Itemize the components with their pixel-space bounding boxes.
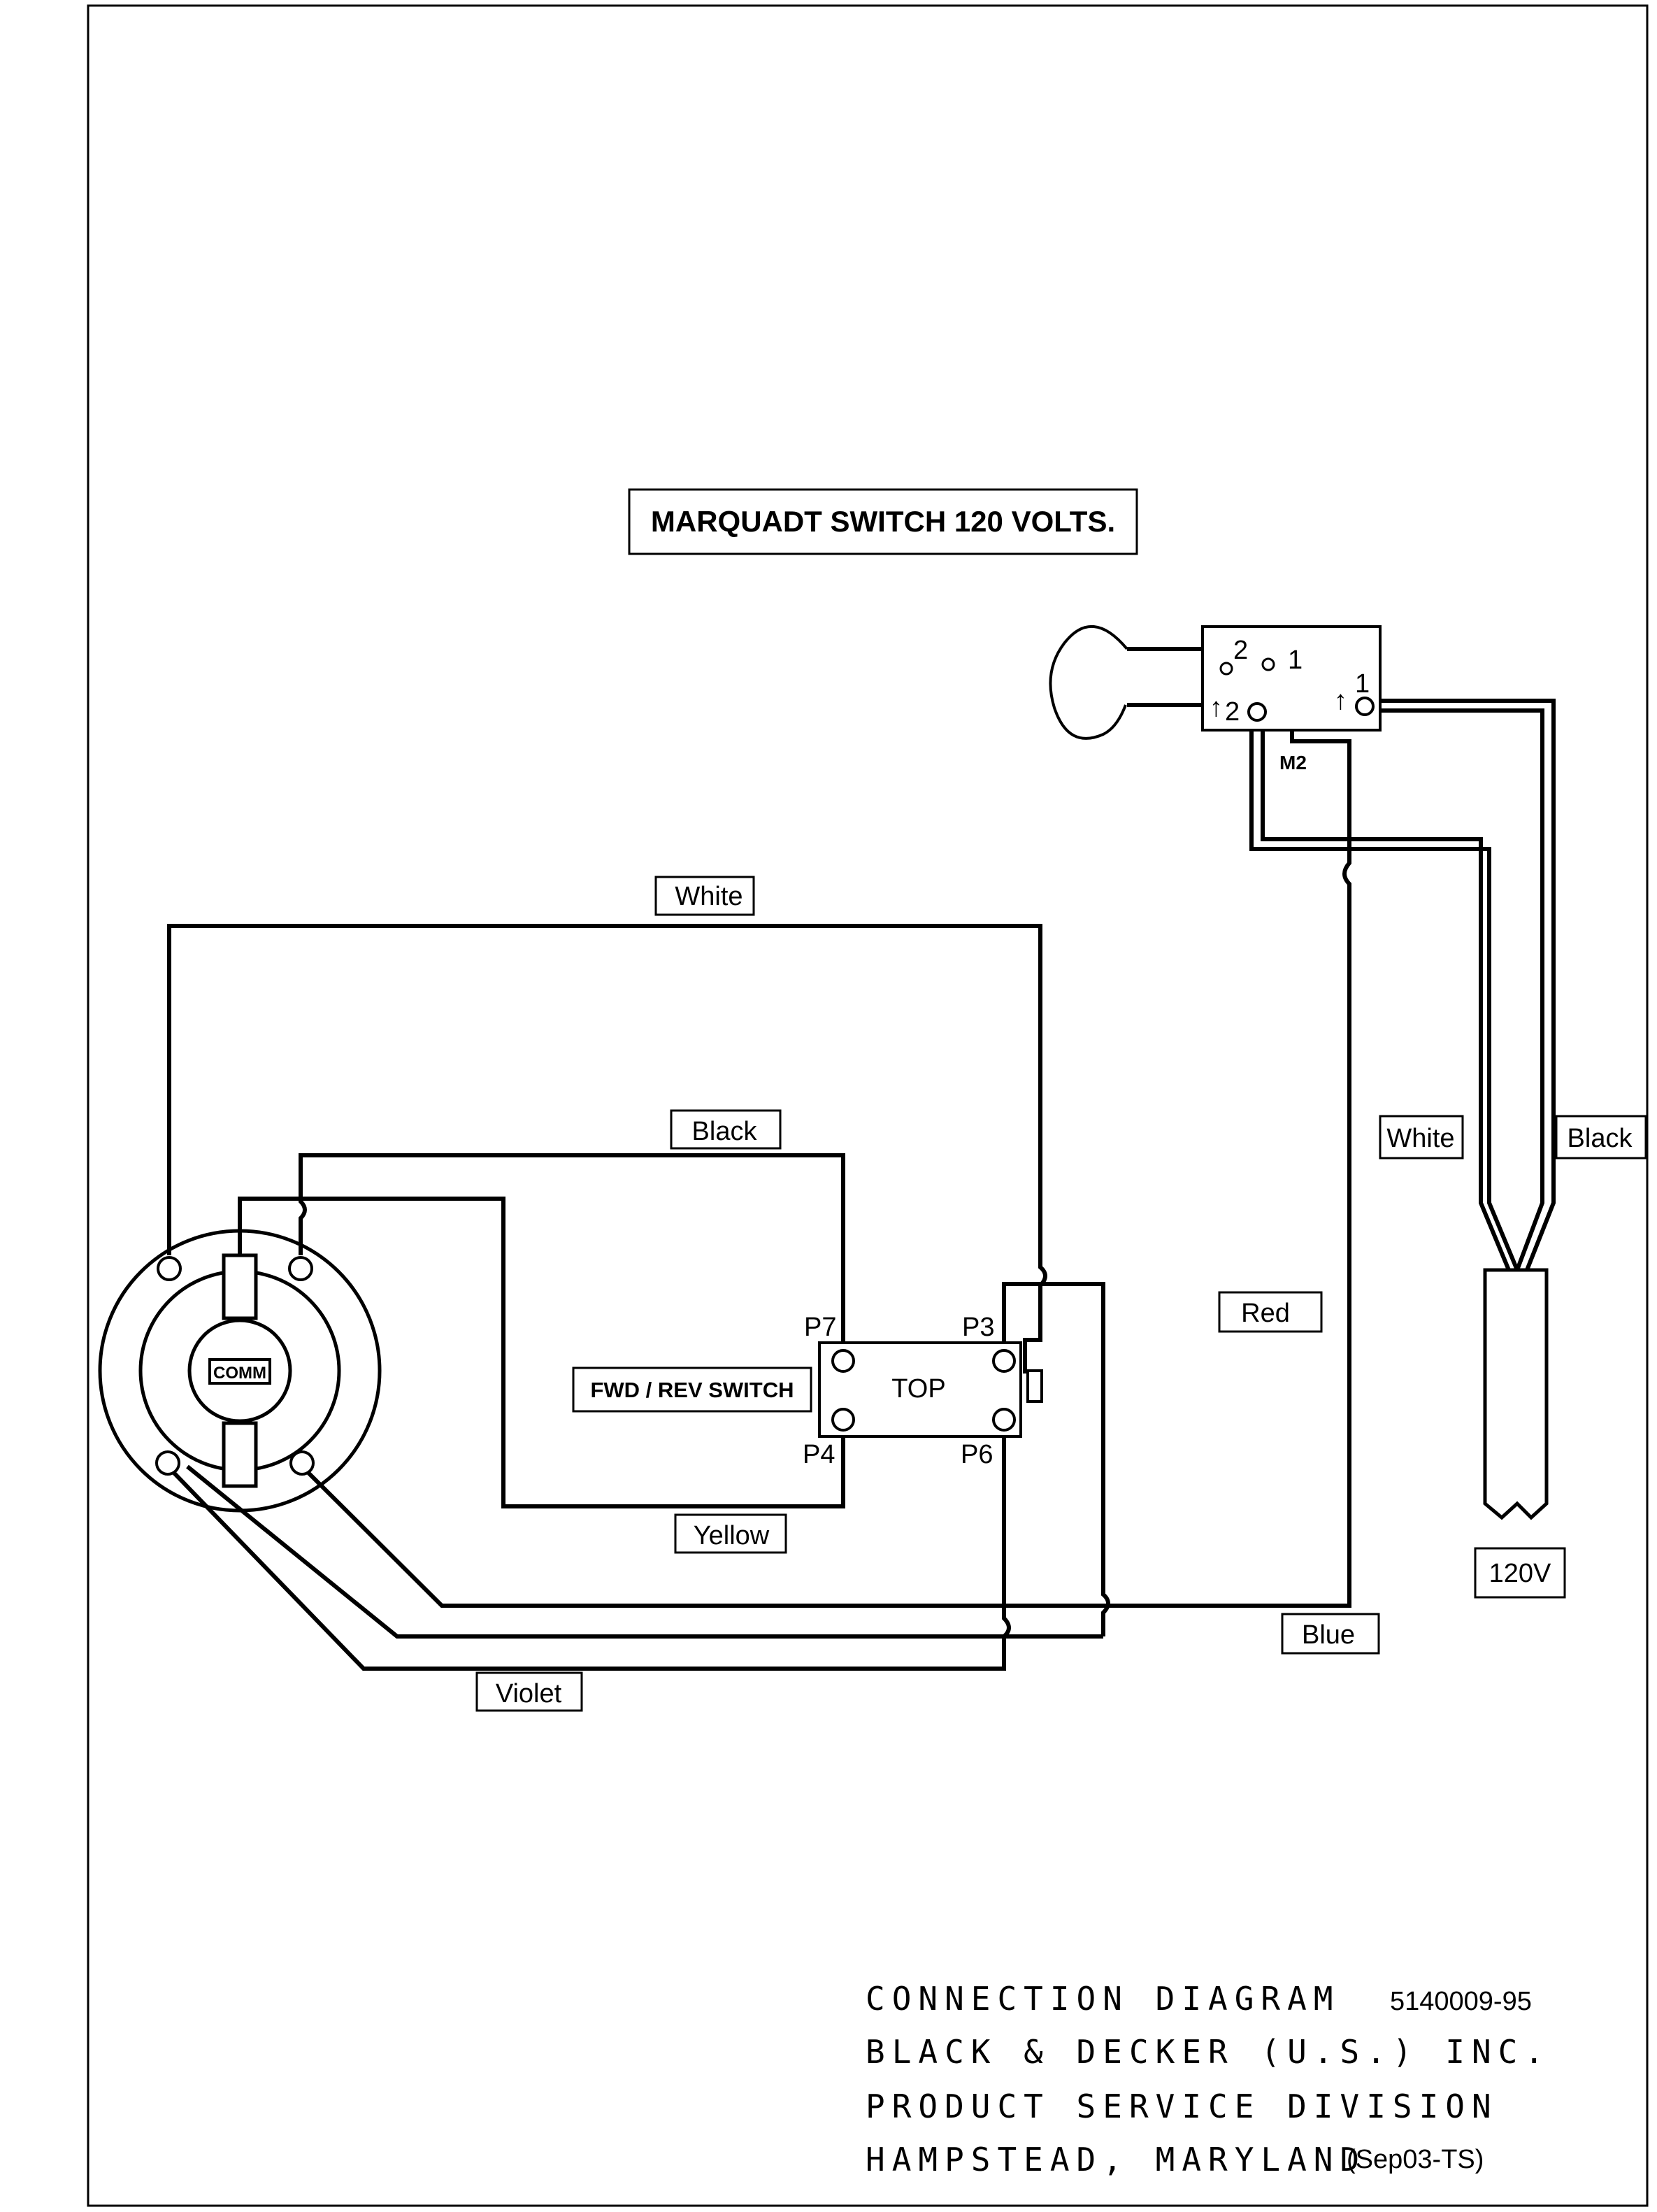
label-white-cord: White xyxy=(1379,1115,1464,1159)
comm-label: COMM xyxy=(213,1364,266,1383)
voltage-label: 120V xyxy=(1474,1547,1566,1599)
motor: COMM xyxy=(98,1229,382,1513)
fwd-rev-switch-label: FWD / REV SWITCH xyxy=(572,1367,812,1413)
motor-terminal-bottom-right xyxy=(289,1450,315,1476)
trigger-link xyxy=(1127,647,1203,707)
terminal-p7-label: P7 xyxy=(804,1313,836,1342)
svg-text:Yellow: Yellow xyxy=(694,1521,770,1550)
label-black-cord: Black xyxy=(1555,1115,1647,1159)
svg-text:120V: 120V xyxy=(1489,1559,1551,1588)
trigger-icon xyxy=(1049,625,1128,740)
svg-text:Violet: Violet xyxy=(496,1679,562,1708)
terminal-p6-label: P6 xyxy=(961,1440,993,1469)
title-line1: CONNECTION DIAGRAM xyxy=(866,1980,1340,2018)
title-line3: PRODUCT SERVICE DIVISION xyxy=(866,2088,1498,2125)
wire-black-mid xyxy=(299,1153,845,1361)
wire-t1-black-b xyxy=(1369,708,1544,1271)
svg-text:FWD / REV SWITCH: FWD / REV SWITCH xyxy=(590,1378,794,1402)
label-red: Red xyxy=(1218,1291,1323,1333)
label-white-top: White xyxy=(654,876,755,916)
svg-text:↑: ↑ xyxy=(1210,693,1223,722)
svg-text:Black: Black xyxy=(692,1117,758,1146)
revision: (Sep03-TS) xyxy=(1347,2145,1484,2174)
svg-text:2: 2 xyxy=(1233,636,1248,665)
label-violet: Violet xyxy=(475,1671,583,1712)
svg-text:1: 1 xyxy=(1288,645,1303,675)
svg-text:MARQUADT SWITCH 120 VOLTS.: MARQUADT SWITCH 120 VOLTS. xyxy=(651,505,1115,538)
page-frame xyxy=(87,4,1649,2207)
marquadt-switch: 2 1 ↑ 2 ↑ 1 M2 xyxy=(1049,625,1382,773)
title-line4: HAMPSTEAD, MARYLAND xyxy=(866,2141,1366,2178)
svg-text:White: White xyxy=(675,882,743,911)
m2-label: M2 xyxy=(1279,752,1307,773)
svg-text:Black: Black xyxy=(1568,1124,1633,1153)
terminal-p4-label: P4 xyxy=(803,1440,835,1469)
svg-text:↑: ↑ xyxy=(1334,686,1347,715)
fwd-rev-switch: TOP P7 P3 P4 P6 FWD / REV SWITCH xyxy=(572,1313,1043,1469)
diagram-title: MARQUADT SWITCH 120 VOLTS. xyxy=(628,488,1138,555)
wire-violet xyxy=(166,1441,1011,1671)
svg-text:2: 2 xyxy=(1225,697,1240,727)
wire-m2-white xyxy=(1249,708,1519,1271)
wire-blue xyxy=(300,1464,1004,1608)
wire-violet-2 xyxy=(186,1464,1004,1639)
wire-yellow xyxy=(238,1197,845,1508)
svg-text:Red: Red xyxy=(1241,1299,1290,1328)
label-blue: Blue xyxy=(1281,1613,1380,1655)
wire-m2-white-b xyxy=(1261,708,1511,1271)
label-black-mid: Black xyxy=(670,1109,782,1150)
diagram-number: 5140009-95 xyxy=(1390,1987,1532,2016)
svg-text:White: White xyxy=(1386,1124,1454,1153)
motor-terminal-top-right xyxy=(288,1256,313,1281)
label-yellow: Yellow xyxy=(674,1513,787,1554)
wire-white-top xyxy=(167,924,1047,1373)
svg-text:Blue: Blue xyxy=(1302,1620,1355,1650)
wiring xyxy=(166,647,1556,1671)
wire-blue-to-red xyxy=(1103,727,1351,1608)
motor-terminal-top-left xyxy=(157,1256,182,1281)
terminal-p3-label: P3 xyxy=(962,1313,994,1342)
svg-text:1: 1 xyxy=(1355,669,1370,699)
wire-jumper-p3 xyxy=(1002,1282,1110,1636)
wire-t1-black xyxy=(1369,699,1556,1271)
power-cord: 120V xyxy=(1474,1268,1566,1599)
title-line2: BLACK & DECKER (U.S.) INC. xyxy=(866,2033,1551,2071)
motor-terminal-bottom-left xyxy=(155,1450,180,1476)
switch-top-label: TOP xyxy=(891,1374,945,1404)
title-block: CONNECTION DIAGRAM 5140009-95 BLACK & DE… xyxy=(866,1980,1551,2178)
